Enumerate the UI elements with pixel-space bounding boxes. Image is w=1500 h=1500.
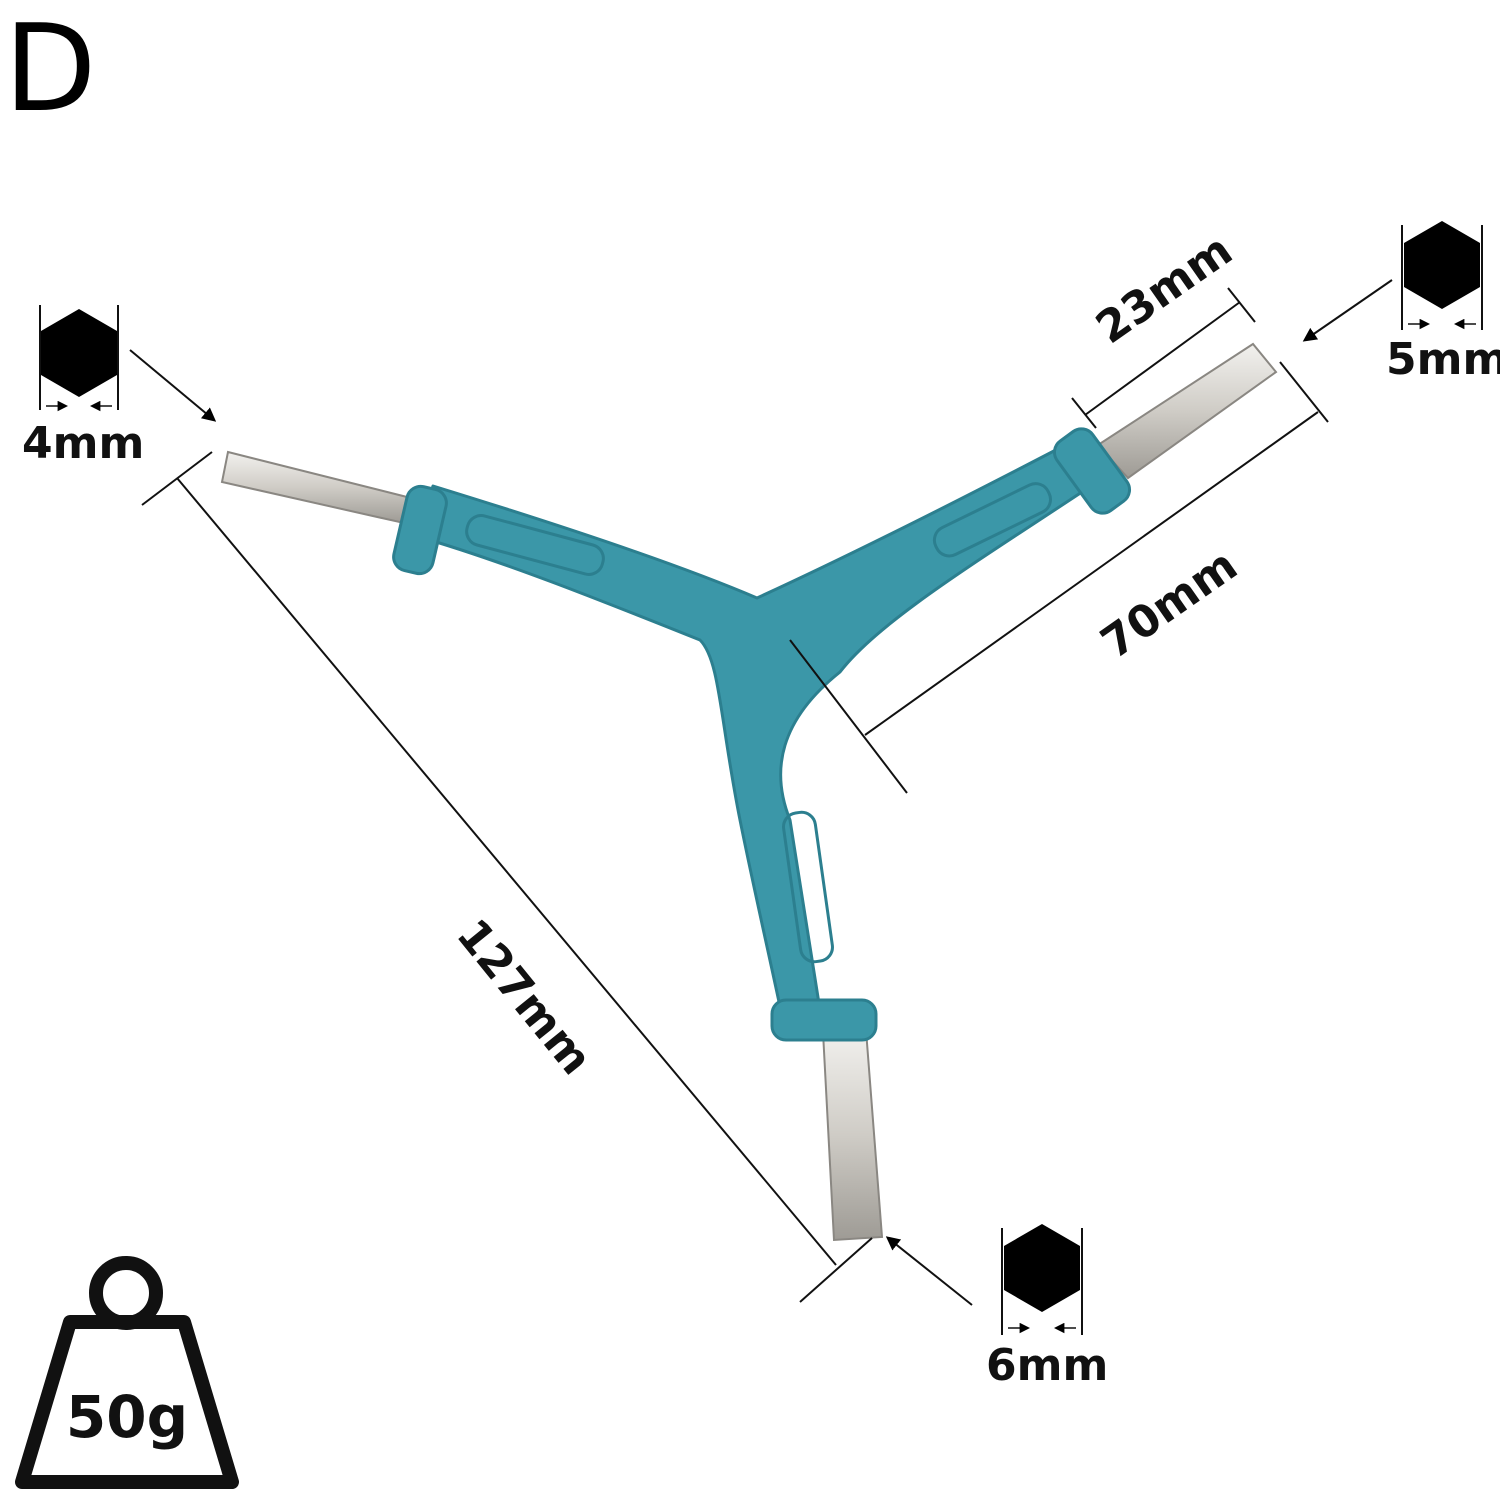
hex-bit-bottom	[821, 1028, 884, 1242]
hex-size-left: 4mm	[22, 305, 217, 469]
weight-label: 50g	[66, 1383, 188, 1451]
hexagon-icon	[1404, 221, 1480, 309]
hex-bit-right	[1096, 342, 1278, 480]
hex-size-bottom-label: 6mm	[986, 1340, 1108, 1391]
variant-label: D	[4, 0, 96, 139]
hex-size-right: 5mm	[1302, 221, 1500, 385]
hexagon-icon	[1004, 1224, 1080, 1312]
y-wrench	[220, 342, 1278, 1242]
dimension-long-arm-label: 23mm	[1087, 225, 1242, 354]
hex-size-right-label: 5mm	[1386, 334, 1500, 385]
dimension-total-length-label: 127mm	[446, 910, 601, 1085]
handle	[392, 427, 1132, 1042]
weight-badge: 50g	[15, 1256, 239, 1489]
weight-icon	[15, 1256, 239, 1489]
hex-size-left-label: 4mm	[22, 418, 144, 469]
hex-size-bottom: 6mm	[885, 1224, 1108, 1391]
hex-bit-left	[220, 450, 413, 525]
dimension-arm-span-label: 70mm	[1092, 540, 1247, 669]
hexagon-icon	[41, 309, 117, 397]
